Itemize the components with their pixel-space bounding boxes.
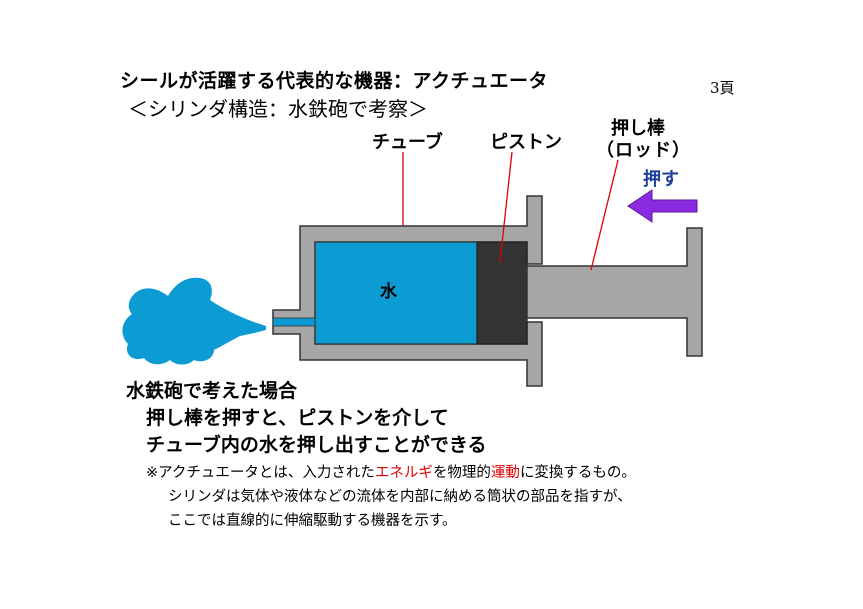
- leader-line-piston: [499, 151, 513, 263]
- note-text: を物理的: [432, 465, 491, 481]
- note-highlight-energy: エネルギ: [374, 465, 433, 481]
- note-highlight-motion: 運動: [490, 465, 520, 481]
- page-number: 3頁: [710, 79, 735, 97]
- piston: [476, 241, 528, 345]
- note-line-3: ここでは直線的に伸縮駆動する機器を示す。: [168, 513, 457, 529]
- leader-line-rod: [590, 159, 619, 271]
- caption-line-2: 押し棒を押すと、ピストンを介して: [146, 407, 449, 429]
- note-text: ※アクチュエータとは、入力された: [146, 465, 375, 481]
- label-rod: 押し棒: [611, 118, 665, 139]
- slide-title: シールが活躍する代表的な機器：アクチュエータ: [120, 70, 549, 92]
- slide-subtitle: ＜シリンダ構造：水鉄砲で考察＞: [128, 97, 428, 121]
- label-piston: ピストン: [490, 132, 562, 153]
- label-rod-sub: （ロッド）: [596, 140, 691, 161]
- note-line-1: ※アクチュエータとは、入力されたエネルギを物理的運動に変換するもの。: [146, 461, 636, 482]
- label-tube: チューブ: [372, 132, 443, 153]
- push-arrow-icon: [627, 189, 698, 223]
- label-push: 押す: [643, 169, 679, 190]
- push-rod: [526, 227, 703, 357]
- caption-line-1: 水鉄砲で考えた場合: [126, 380, 298, 402]
- nozzle-bore: [272, 317, 316, 327]
- water-splash: [122, 277, 266, 365]
- caption-line-3: チューブ内の水を押し出すことができる: [146, 434, 487, 456]
- note-line-2: シリンダは気体や液体などの流体を内部に納める筒状の部品を指すが、: [168, 489, 632, 505]
- note-text: に変換するもの。: [519, 465, 636, 481]
- label-water: 水: [380, 282, 397, 302]
